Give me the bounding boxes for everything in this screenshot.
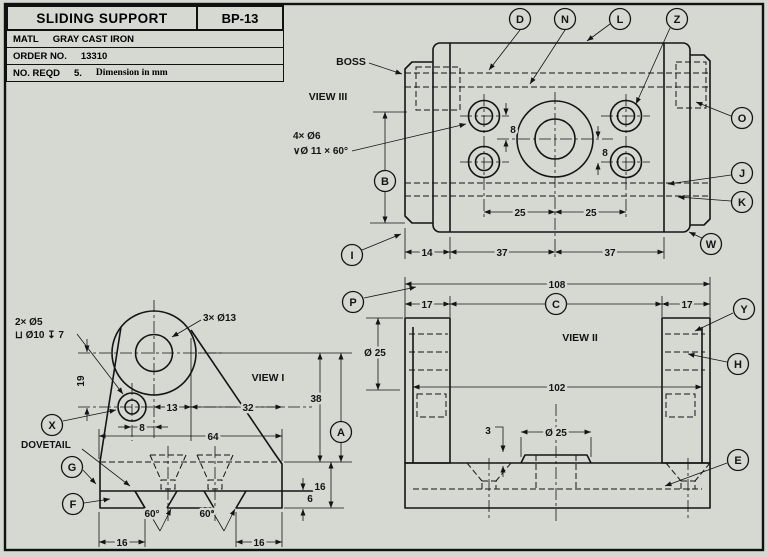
drawing-number: BP-13	[196, 7, 282, 29]
balloon-y: Y	[732, 297, 756, 321]
dim-v3-25-left: 25	[514, 208, 526, 219]
material-value: GRAY CAST IRON	[52, 33, 134, 45]
dim-v3-8-bottom: 8	[602, 148, 608, 159]
balloon-b: B	[373, 169, 397, 193]
svg-text:J: J	[739, 168, 745, 180]
dim-v1-64: 64	[207, 432, 219, 443]
dim-v1-38: 38	[310, 394, 322, 405]
dim-v2-dia25: Ø 25	[545, 428, 567, 439]
balloon-c: C	[544, 292, 568, 316]
svg-text:E: E	[734, 455, 741, 467]
svg-text:G: G	[68, 462, 77, 474]
dim-v1-6: 6	[307, 494, 313, 505]
dim-v1-16-bottom-right: 16	[253, 538, 265, 549]
balloon-j: J	[730, 161, 754, 185]
balloon-z: Z	[665, 7, 689, 31]
svg-text:W: W	[706, 239, 717, 251]
dim-v1-13: 13	[166, 403, 178, 414]
note-v1-line1: 2× Ø5	[15, 317, 43, 328]
svg-text:D: D	[516, 14, 524, 26]
svg-text:K: K	[738, 197, 746, 209]
reqd-row: NO. REQD 5. Dimension in mm	[6, 65, 284, 82]
note-v1-line2: ⊔ Ø10 ↧ 7	[15, 330, 64, 341]
svg-text:O: O	[738, 113, 747, 125]
material-row: MATL GRAY CAST IRON	[6, 31, 284, 48]
svg-text:B: B	[381, 176, 389, 188]
callout-balloons: D N L Z O J K W B I P C Y H E A X G F	[40, 7, 756, 516]
dim-overall-108: 108	[549, 280, 566, 291]
svg-text:A: A	[337, 427, 345, 439]
label-boss: BOSS	[336, 56, 366, 68]
dim-v1-16-right: 16	[314, 482, 326, 493]
svg-text:H: H	[734, 359, 742, 371]
title-row: SLIDING SUPPORT BP-13	[6, 5, 284, 31]
label-view-ii: VIEW II	[562, 332, 598, 344]
balloon-w: W	[699, 232, 723, 256]
material-label: MATL	[13, 33, 39, 45]
dim-v2-dia25-side: Ø 25	[364, 348, 386, 359]
balloon-e: E	[726, 448, 750, 472]
balloon-h: H	[726, 352, 750, 376]
balloon-leaders	[62, 23, 734, 504]
dim-v1-16-bottom-left: 16	[116, 538, 128, 549]
view-i-side-view: 19 8 13 32 64 38 16 6 16 16	[13, 300, 352, 552]
balloon-n: N	[553, 7, 577, 31]
balloon-i: I	[340, 243, 364, 267]
svg-text:X: X	[48, 420, 56, 432]
svg-text:F: F	[70, 499, 77, 511]
balloon-d: D	[508, 7, 532, 31]
balloon-g: G	[60, 455, 84, 479]
balloon-p: P	[341, 290, 365, 314]
units-note: Dimension in mm	[95, 68, 168, 78]
dim-v2-3: 3	[485, 426, 491, 437]
view-iii-top-view: 8 8 25 25 14 37 37 VIEW III BOSS 4× Ø6 ∨…	[291, 42, 711, 262]
dim-v3-25-right: 25	[585, 208, 597, 219]
dim-v1-32: 32	[242, 403, 254, 414]
label-view-iii: VIEW III	[309, 91, 348, 103]
note-v3-line1: 4× Ø6	[293, 131, 321, 142]
balloon-x: X	[40, 413, 64, 437]
svg-text:Z: Z	[674, 14, 681, 26]
note-v1-boss: 3× Ø13	[203, 313, 237, 324]
order-label: ORDER NO.	[13, 50, 67, 62]
label-view-i: VIEW I	[252, 372, 285, 384]
balloon-o: O	[730, 106, 754, 130]
dim-17-right: 17	[681, 300, 693, 311]
balloon-l: L	[608, 7, 632, 31]
note-v3-line2: ∨Ø 11 × 60°	[293, 146, 348, 157]
view-ii-front-view: 102 Ø 25 Ø 25 3 VIEW II	[362, 317, 711, 521]
svg-text:P: P	[349, 297, 356, 309]
dim-v3-14: 14	[421, 248, 433, 259]
svg-text:C: C	[552, 299, 560, 311]
label-dovetail: DOVETAIL	[21, 440, 71, 451]
reqd-label: NO. REQD	[13, 67, 60, 79]
reqd-value: 5.	[73, 67, 82, 79]
dim-17-left: 17	[421, 300, 433, 311]
dim-v1-19: 19	[76, 375, 87, 387]
dim-v3-37-right: 37	[604, 248, 616, 259]
dim-v1-60-right: 60°	[199, 509, 214, 520]
dim-v1-60-left: 60°	[144, 509, 159, 520]
drawing-border	[3, 2, 765, 552]
order-value: 13310	[80, 50, 108, 62]
dim-v2-102: 102	[549, 383, 566, 394]
balloon-f: F	[61, 492, 85, 516]
balloon-k: K	[730, 190, 754, 214]
svg-text:Y: Y	[740, 304, 748, 316]
order-row: ORDER NO. 13310	[6, 48, 284, 65]
svg-text:N: N	[561, 14, 569, 26]
dim-v1-8: 8	[139, 423, 145, 434]
svg-text:L: L	[617, 14, 624, 26]
balloon-a: A	[329, 420, 353, 444]
title-block: SLIDING SUPPORT BP-13 MATL GRAY CAST IRO…	[6, 5, 284, 82]
svg-text:I: I	[350, 250, 353, 262]
dim-v3-8-top: 8	[510, 125, 516, 136]
dim-v3-37-left: 37	[496, 248, 508, 259]
drawing-title: SLIDING SUPPORT	[36, 10, 168, 26]
